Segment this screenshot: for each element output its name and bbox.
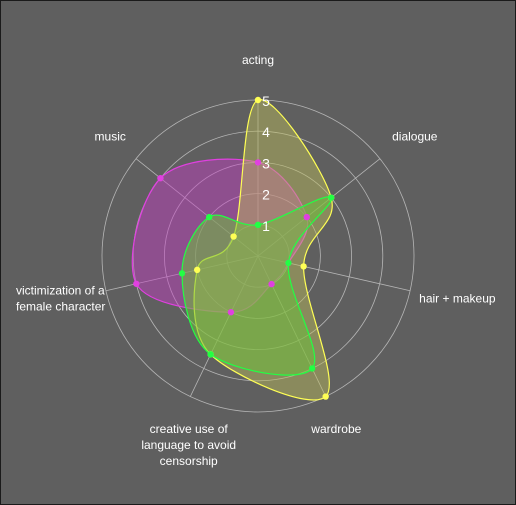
- series-2-point-0: [254, 221, 262, 228]
- tick-label-3: 3: [262, 155, 270, 171]
- tick-label-2: 2: [262, 187, 270, 203]
- axis-label-2-line-0: hair + makeup: [419, 292, 496, 306]
- series-1-point-0: [254, 96, 262, 104]
- tick-label-5: 5: [262, 93, 270, 109]
- series-0-point-0: [254, 159, 262, 166]
- series-0-point-3: [268, 280, 275, 288]
- axis-label-4-line-0: creative use of: [150, 422, 229, 436]
- series-2-point-4: [207, 351, 214, 358]
- axis-labels: acting dialogue hair + makeup wardrobe creat…: [16, 53, 496, 468]
- tick-label-4: 4: [262, 124, 270, 140]
- axis-label-4-line-1: language to avoid: [141, 438, 236, 452]
- axis-label-5-line-0: victimization of a: [16, 284, 105, 298]
- series-0-point-5: [133, 280, 140, 287]
- series-1-point-5: [193, 266, 201, 274]
- series-0-point-6: [157, 174, 164, 182]
- axis-label-0-line-0: acting: [242, 53, 274, 67]
- tick-label-1: 1: [262, 218, 270, 234]
- series-2-point-2: [285, 259, 292, 267]
- axis-label-5-line-1: female character: [16, 300, 105, 314]
- axis-label-4-line-2: censorship: [160, 454, 218, 468]
- series-2-point-1: [327, 194, 335, 201]
- tick-labels: 1 2 3 4 5: [262, 93, 270, 234]
- series-0-point-1: [303, 213, 310, 221]
- series-2-point-3: [308, 365, 316, 372]
- series-2-point-5: [178, 270, 186, 277]
- series-layer: [131, 96, 335, 401]
- axis-label-1-line-0: dialogue: [392, 129, 438, 143]
- series-2-point-6: [206, 213, 213, 221]
- series-1-point-3: [322, 393, 329, 400]
- series-1-point-2: [300, 263, 307, 270]
- axis-label-6-line-0: music: [95, 129, 126, 143]
- axis-label-3-line-0: wardrobe: [310, 422, 361, 436]
- series-1-point-6: [230, 233, 237, 240]
- series-0-point-4: [227, 309, 235, 316]
